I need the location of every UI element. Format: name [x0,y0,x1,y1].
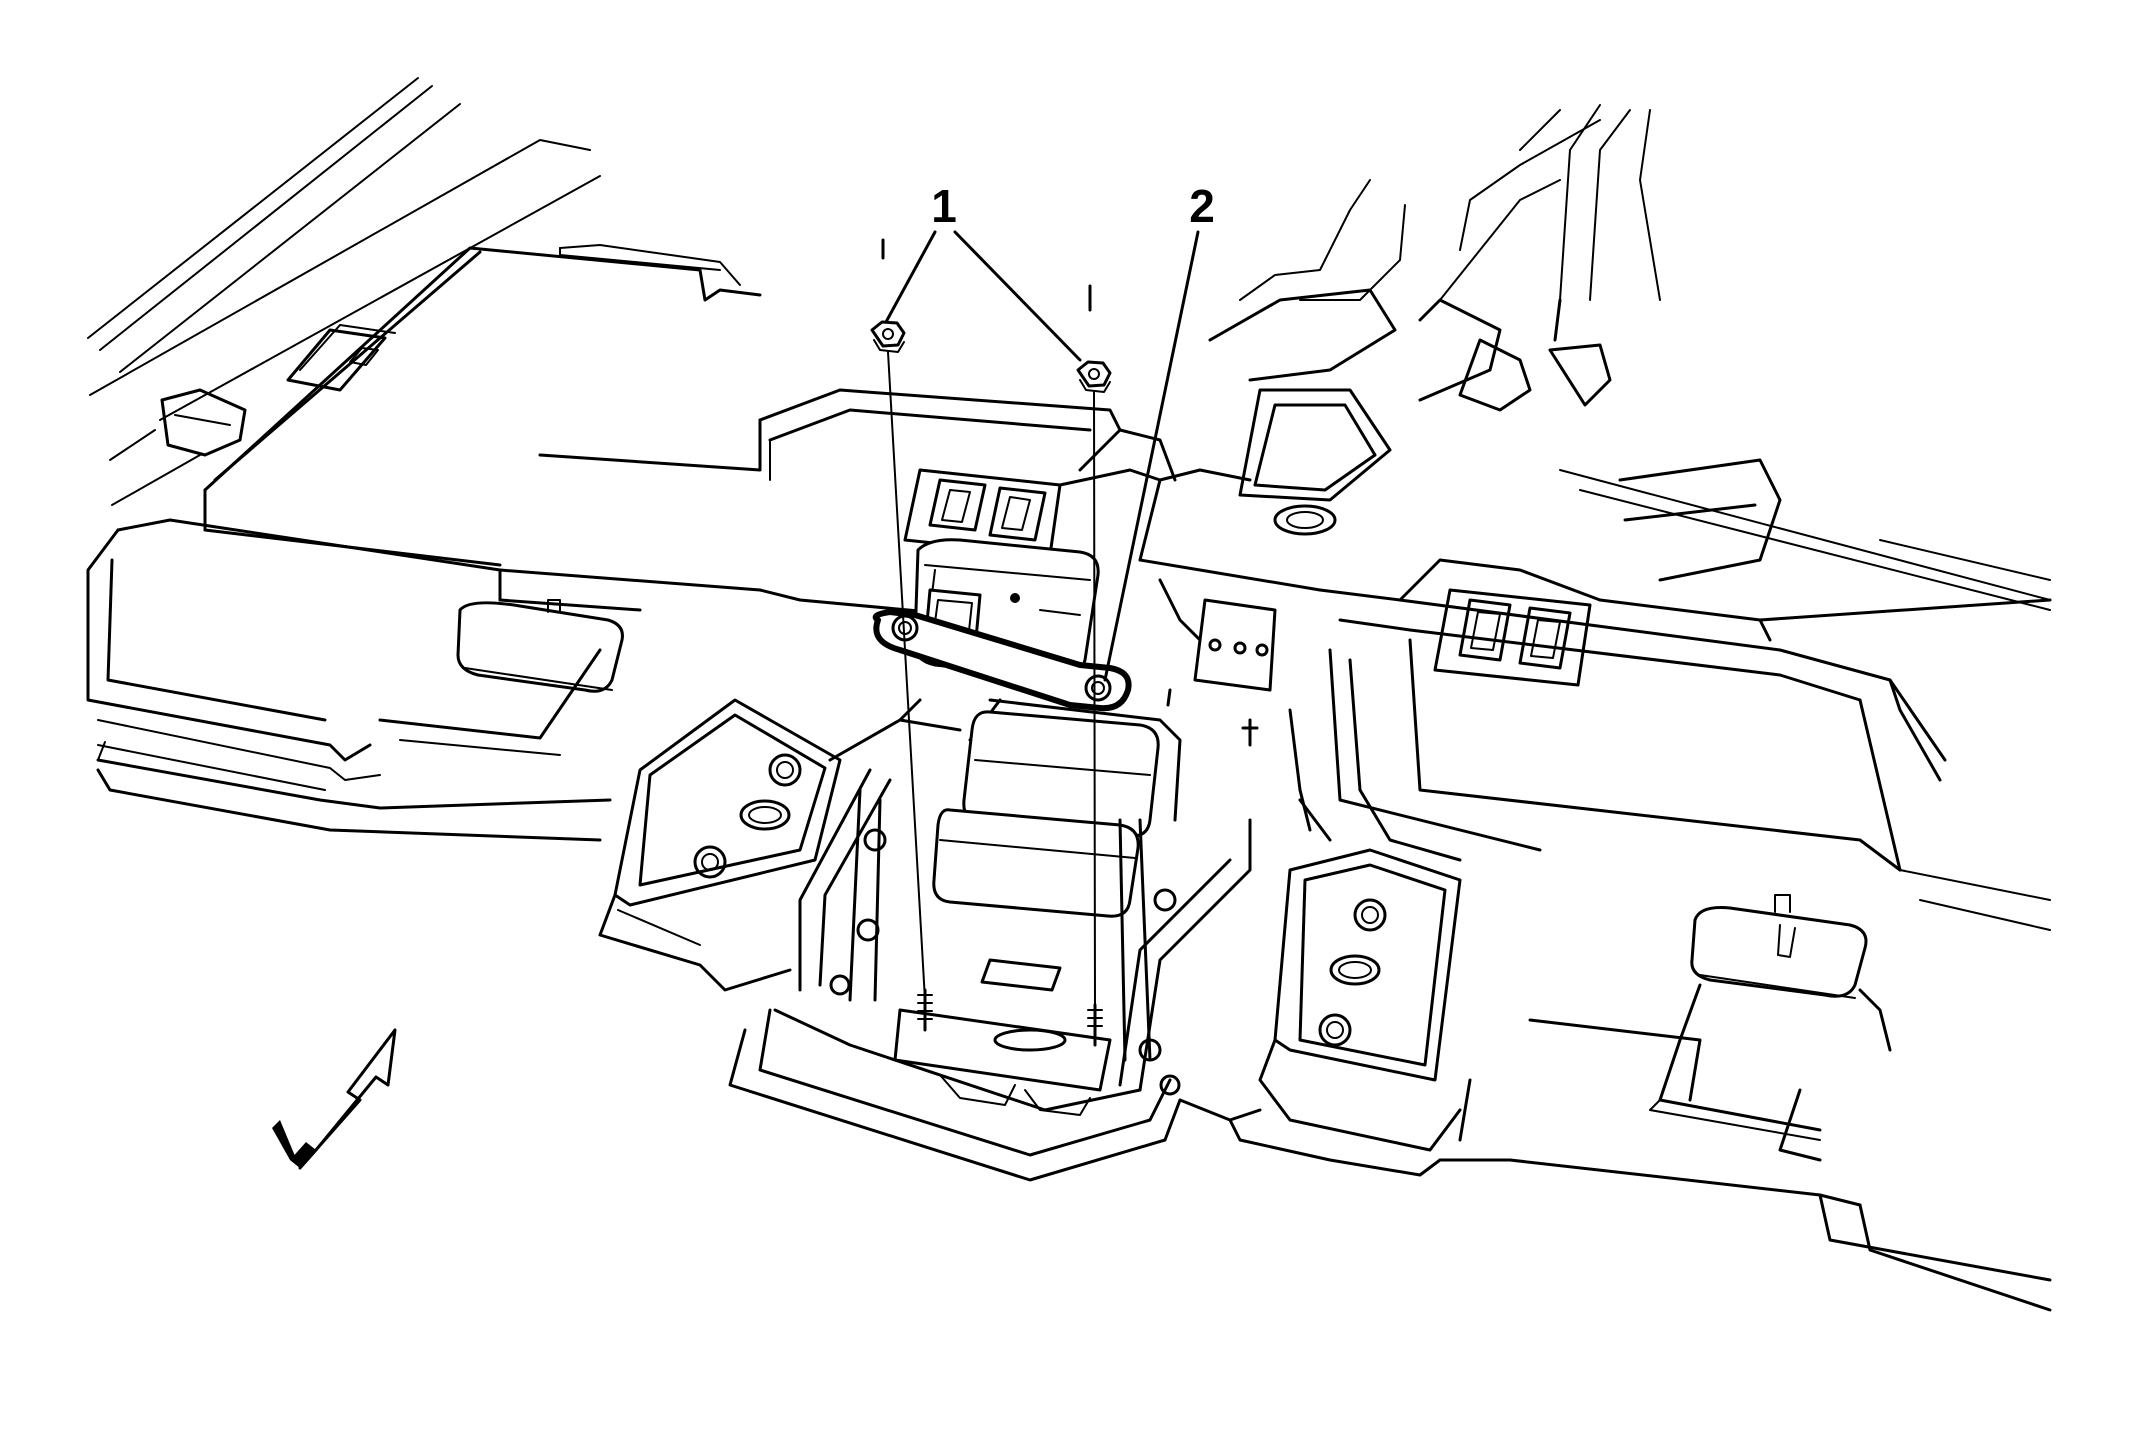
alignment-line-right [1093,391,1096,1011]
front-direction-arrow-icon [272,1028,397,1170]
right-bench [1318,458,2052,931]
center-frame-pocket [728,698,1252,1182]
left-latch-pocket [598,698,842,992]
callout-2-label: 2 [1189,180,1215,232]
alignment-line-left [887,351,926,1001]
fastener-nut-right [1076,284,1112,393]
right-latch-pocket [1178,848,2052,1312]
right-connector [1528,894,1892,1162]
module-assembly [872,538,1182,918]
fastener-nut-left [870,238,906,353]
center-studs [1158,578,1332,842]
floor-panel [86,77,762,842]
upper-right-structure [1158,104,1661,536]
center-housing [538,388,1322,614]
callout-2: 2 [1103,180,1215,682]
callout-1-leader-left [884,230,937,324]
callout-1-label: 1 [931,180,957,232]
callout-1: 1 [884,180,1082,362]
callout-2-leader [1103,230,1200,682]
callout-1-leader-right [953,230,1082,362]
